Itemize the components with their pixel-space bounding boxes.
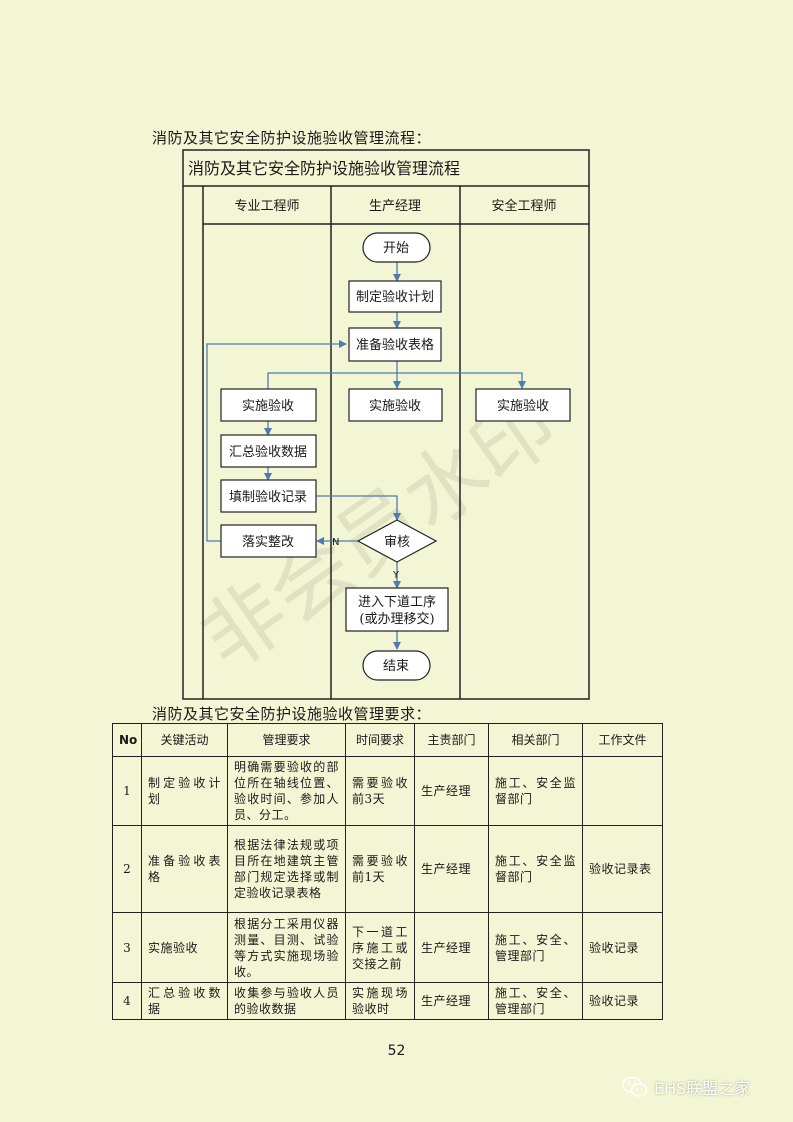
implement-manager-node xyxy=(348,388,443,422)
cell-document: 验收记录表 xyxy=(582,825,663,913)
implement-engineer-node xyxy=(220,388,317,422)
header-work-document: 工作文件 xyxy=(582,723,663,757)
implement-safety-label: 实施验收 xyxy=(497,398,549,414)
cell-requirement: 明确需要验收的部位所在轴线位置、验收时间、参加人员、分工。 xyxy=(227,756,346,826)
edge-label-yes: Y xyxy=(392,570,400,581)
cell-responsible: 生产经理 xyxy=(414,982,489,1020)
start-node xyxy=(362,232,431,263)
flowchart-caption: 消防及其它安全防护设施验收管理流程： xyxy=(152,129,432,147)
cell-responsible: 生产经理 xyxy=(414,912,489,983)
header-management-requirement: 管理要求 xyxy=(227,723,346,757)
cell-document: 验收记录 xyxy=(582,912,663,983)
summarize-node xyxy=(220,434,317,468)
flowchart: 非会员水印 消防及其它安全防护设施验收管理流程 专业工程师 生产经理 安全工程师 xyxy=(182,149,590,700)
cell-related: 施工、安全、管理部门 xyxy=(488,912,583,983)
flowchart-frame xyxy=(182,149,590,700)
lane-header-engineer: 专业工程师 xyxy=(234,199,299,214)
prepare-label: 准备验收表格 xyxy=(356,337,434,353)
end-node xyxy=(362,650,431,681)
cell-activity: 实施验收 xyxy=(141,912,228,983)
cell-responsible: 生产经理 xyxy=(414,825,489,913)
implement-engineer-label: 实施验收 xyxy=(242,398,294,414)
cell-document xyxy=(582,756,663,826)
wechat-icon xyxy=(622,1076,648,1097)
header-no: No xyxy=(112,723,142,757)
cell-document: 验收记录 xyxy=(582,982,663,1020)
plan-node xyxy=(348,280,442,313)
cell-time: 实施现场验收时 xyxy=(345,982,415,1020)
cell-activity: 汇总验收数据 xyxy=(141,982,228,1020)
review-label: 审核 xyxy=(384,535,410,550)
cell-requirement: 根据法律法规或项目所在地建筑主管部门规定选择或制定验收记录表格 xyxy=(227,825,346,913)
cell-time: 下一道工序施工或交接之前 xyxy=(345,912,415,983)
brand-watermark: EHS联盟之家 xyxy=(622,1074,750,1100)
cell-no: 4 xyxy=(112,982,142,1020)
table-caption: 消防及其它安全防护设施验收管理要求： xyxy=(152,705,432,723)
header-responsible-dept: 主责部门 xyxy=(414,723,489,757)
edge-label-no: N xyxy=(332,537,339,548)
lane-header-manager: 生产经理 xyxy=(369,199,421,214)
rectify-node xyxy=(220,524,317,558)
cell-related: 施工、安全监督部门 xyxy=(488,756,583,826)
flowchart-title: 消防及其它安全防护设施验收管理流程 xyxy=(188,159,460,178)
header-key-activity: 关键活动 xyxy=(141,723,228,757)
cell-requirement: 收集参与验收人员的验收数据 xyxy=(227,982,346,1020)
cell-activity: 制定验收计划 xyxy=(141,756,228,826)
table-row: 1 制定验收计划 明确需要验收的部位所在轴线位置、验收时间、参加人员、分工。 需… xyxy=(112,756,663,826)
brand-name: EHS联盟之家 xyxy=(654,1079,751,1098)
review-decision-node xyxy=(356,519,438,563)
summarize-label: 汇总验收数据 xyxy=(229,444,307,460)
cell-no: 2 xyxy=(112,825,142,913)
cell-no: 1 xyxy=(112,756,142,826)
cell-no: 3 xyxy=(112,912,142,983)
table-row: 3 实施验收 根据分工采用仪器测量、目测、试验等方式实施现场验收。 下一道工序施… xyxy=(112,912,663,983)
implement-manager-label: 实施验收 xyxy=(369,398,421,414)
cell-time: 需要验收前3天 xyxy=(345,756,415,826)
cell-activity: 准备验收表格 xyxy=(141,825,228,913)
prepare-node xyxy=(348,327,442,362)
fill-record-node xyxy=(220,479,317,513)
start-label: 开始 xyxy=(383,241,409,256)
end-label: 结束 xyxy=(383,659,409,674)
header-related-dept: 相关部门 xyxy=(488,723,583,757)
cell-related: 施工、安全监督部门 xyxy=(488,825,583,913)
rectify-label: 落实整改 xyxy=(242,535,294,550)
next-process-label-line1: 进入下道工序 xyxy=(358,595,436,610)
header-time-requirement: 时间要求 xyxy=(345,723,415,757)
cell-time: 需要验收前1天 xyxy=(345,825,415,913)
flow-connectors xyxy=(206,262,526,650)
lane-header-safety: 安全工程师 xyxy=(491,198,556,214)
page-number: 52 xyxy=(387,1043,406,1059)
cell-responsible: 生产经理 xyxy=(414,756,489,826)
cell-requirement: 根据分工采用仪器测量、目测、试验等方式实施现场验收。 xyxy=(227,912,346,983)
next-process-node xyxy=(345,587,449,632)
table-row: 2 准备验收表格 根据法律法规或项目所在地建筑主管部门规定选择或制定验收记录表格… xyxy=(112,825,663,913)
next-process-label-line2: (或办理移交) xyxy=(359,611,434,627)
implement-safety-node xyxy=(475,388,571,422)
table-header-row: No 关键活动 管理要求 时间要求 主责部门 相关部门 工作文件 xyxy=(112,723,663,757)
requirements-table: No 关键活动 管理要求 时间要求 主责部门 相关部门 工作文件 1 制定验收计… xyxy=(112,723,663,1020)
plan-label: 制定验收计划 xyxy=(356,289,434,305)
table-row: 4 汇总验收数据 收集参与验收人员的验收数据 实施现场验收时 生产经理 施工、安… xyxy=(112,982,663,1020)
cell-related: 施工、安全、管理部门 xyxy=(488,982,583,1020)
fill-record-label: 填制验收记录 xyxy=(229,489,307,505)
